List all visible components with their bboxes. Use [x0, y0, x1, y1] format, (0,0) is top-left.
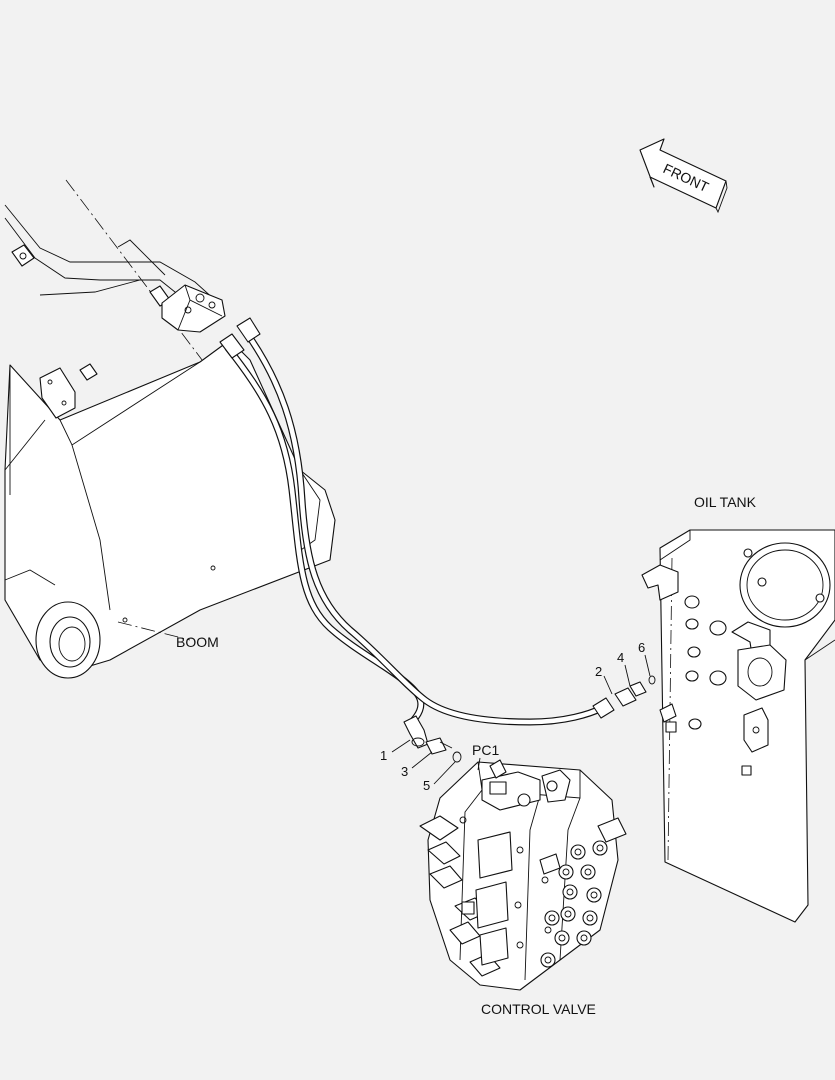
control-valve-label: CONTROL VALVE [481, 1001, 596, 1017]
front-direction-arrow: FRONT [639, 138, 728, 214]
boom [4, 179, 336, 679]
callout-2: 2 [595, 664, 602, 679]
valve-spool-caps [539, 817, 627, 968]
port-pc1-label: PC1 [472, 742, 499, 758]
callout-6: 6 [638, 640, 645, 655]
oil-tank-label: OIL TANK [694, 494, 757, 510]
fitting-5-o-ring [452, 751, 462, 763]
fittings [403, 675, 656, 763]
hoses [219, 317, 615, 728]
fitting-3-connector [425, 737, 447, 755]
fitting-6-o-ring [648, 675, 656, 685]
callout-4: 4 [617, 650, 624, 665]
control-valve [419, 759, 627, 991]
boom-label: BOOM [176, 634, 219, 650]
leader-lines [391, 654, 651, 785]
fitting-4-connector [614, 687, 637, 707]
oil-tank [641, 529, 835, 923]
callout-1: 1 [380, 748, 387, 763]
fitting-1-elbow [403, 715, 429, 749]
tank-ports [665, 595, 752, 776]
callout-3: 3 [401, 764, 408, 779]
callout-5: 5 [423, 778, 430, 793]
